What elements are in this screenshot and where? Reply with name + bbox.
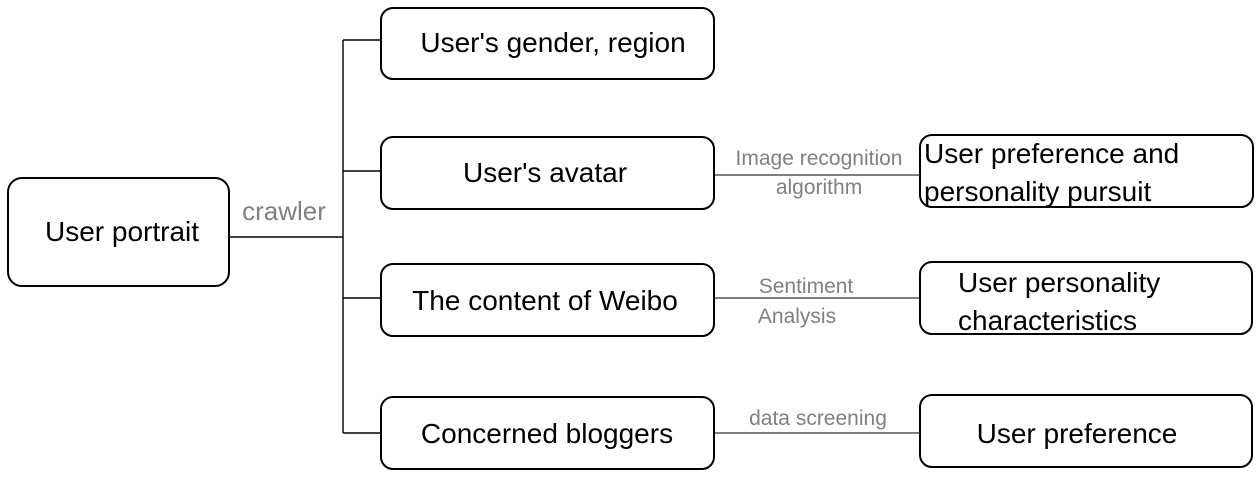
outcome-node-preference-personality: User preference and personality pursuit (919, 134, 1254, 208)
edge-label-1-line-1: Image recognition (736, 147, 903, 170)
branch-label-3: The content of Weibo (412, 285, 678, 316)
outcome-label-1-line-1: User preference and (924, 138, 1179, 169)
outcome-node-personality-characteristics: User personality characteristics (919, 261, 1253, 336)
edge-label-2-line-2: Analysis (758, 305, 836, 328)
outcome-label-3: User preference (977, 418, 1178, 449)
branch-label-1: User's gender, region (420, 27, 685, 58)
edge-label-1-line-2: algorithm (776, 176, 862, 199)
branch-node-concerned-bloggers: Concerned bloggers (380, 396, 715, 470)
outcome-label-2-line-2: characteristics (958, 305, 1137, 336)
branch-node-avatar: User's avatar (380, 136, 715, 210)
branch-label-4: Concerned bloggers (421, 418, 673, 449)
branch-node-gender-region: User's gender, region (380, 7, 715, 80)
root-node: User portrait (7, 177, 230, 287)
edge-label-2-line-1: Sentiment (759, 275, 854, 298)
outcome-label-2-line-1: User personality (958, 267, 1160, 298)
outcome-node-user-preference: User preference (919, 394, 1253, 468)
edge-label-3: data screening (749, 407, 887, 430)
outcome-label-1-line-2: personality pursuit (924, 176, 1151, 207)
trunk-label: crawler (242, 196, 326, 226)
branch-label-2: User's avatar (463, 157, 627, 188)
root-label: User portrait (45, 216, 199, 247)
branch-node-weibo-content: The content of Weibo (380, 263, 715, 337)
